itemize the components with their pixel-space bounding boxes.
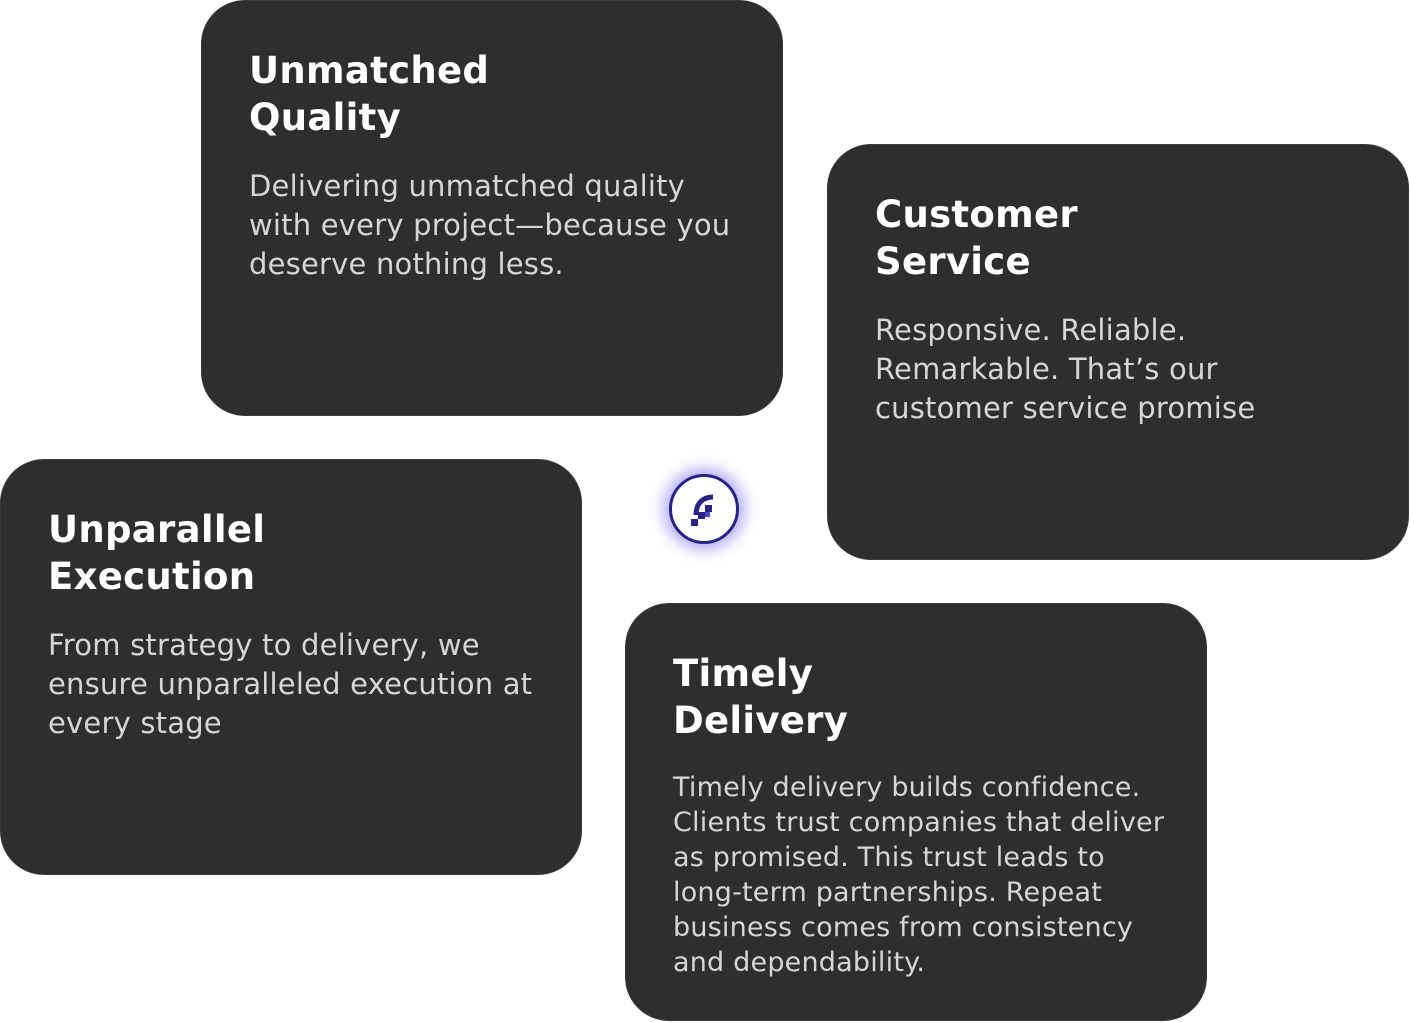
feature-card-execution: Unparallel Execution From strategy to de… — [0, 459, 582, 875]
card-description: From strategy to delivery, we ensure unp… — [48, 628, 533, 740]
card-description: Responsive. Reliable. Remarkable. That’s… — [875, 313, 1256, 425]
card-title: Unmatched Quality — [249, 49, 490, 139]
feature-card-customer-service: Customer Service Responsive. Reliable. R… — [827, 144, 1409, 560]
card-title: Unparallel Execution — [48, 508, 266, 598]
feature-card-timely-delivery: Timely Delivery Timely delivery builds c… — [625, 603, 1207, 1021]
brand-logo-icon — [691, 494, 714, 526]
card-description: Timely delivery builds confidence. Clien… — [673, 772, 1165, 978]
feature-card-quality: Unmatched Quality Delivering unmatched q… — [201, 0, 783, 416]
card-title: Customer Service — [875, 193, 1078, 283]
brand-logo-badge — [669, 474, 739, 544]
card-description: Delivering unmatched quality with every … — [249, 169, 731, 281]
card-title: Timely Delivery — [673, 652, 849, 742]
